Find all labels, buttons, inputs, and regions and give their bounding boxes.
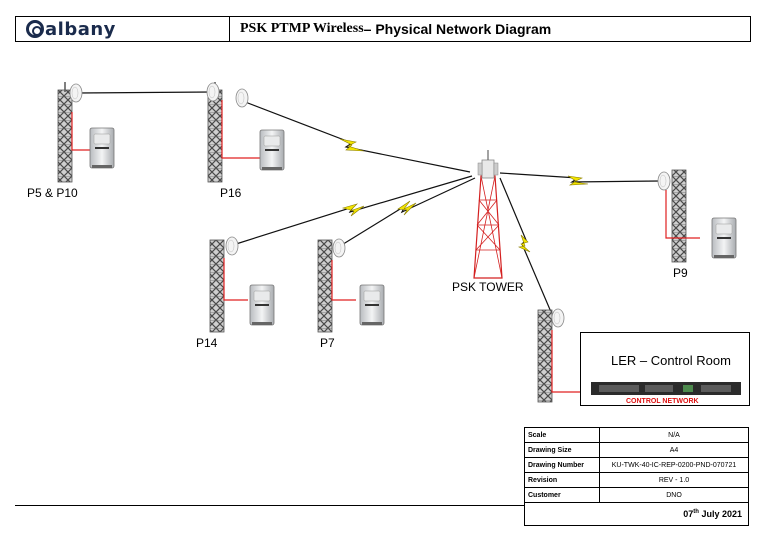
lightning-icon	[567, 175, 589, 186]
drawing-date: 07th July 2021	[524, 502, 749, 526]
title-part-sans: – Physical Network Diagram	[363, 21, 552, 37]
info-key: Scale	[524, 427, 600, 443]
logo-text: albany	[45, 18, 116, 40]
info-value: REV - 1.0	[599, 472, 749, 488]
info-value: N/A	[599, 427, 749, 443]
site-label-p9: P9	[673, 266, 688, 280]
site-label-p16: P16	[220, 186, 242, 200]
mast-p14	[209, 236, 275, 333]
title-block: albany PSK PTMP Wireless – Physical Netw…	[15, 16, 751, 42]
mast-p5-p10	[57, 82, 115, 183]
site-label-psk-tower: PSK TOWER	[452, 280, 524, 294]
table-row: Drawing Number KU-TWK-40-IC-REP-0200-PND…	[524, 457, 749, 473]
table-row: Scale N/A	[524, 427, 749, 443]
link-p16-tower	[239, 99, 471, 173]
psk-tower	[473, 150, 503, 279]
info-value: DNO	[599, 487, 749, 503]
date-day: 07	[683, 509, 694, 519]
lightning-icon	[341, 203, 365, 217]
mast-p16	[206, 82, 285, 183]
table-row-date: 07th July 2021	[524, 502, 749, 526]
drawing-info-table: Scale N/A Drawing Size A4 Drawing Number…	[524, 427, 749, 526]
info-value: A4	[599, 442, 749, 458]
info-key: Customer	[524, 487, 600, 503]
control-network-label: CONTROL NETWORK	[624, 398, 701, 405]
albany-logo-mark-icon	[26, 20, 44, 38]
mast-p7	[317, 238, 385, 333]
lightning-icon	[339, 138, 365, 152]
site-label-p7: P7	[320, 336, 335, 350]
info-key: Revision	[524, 472, 600, 488]
lightning-icon	[397, 200, 417, 216]
title-part-serif: PSK PTMP Wireless	[240, 21, 364, 36]
info-key: Drawing Size	[524, 442, 600, 458]
network-switch-icon	[591, 382, 741, 395]
control-room-title: LER – Control Room	[611, 353, 731, 368]
info-value: KU-TWK-40-IC-REP-0200-PND-070721	[599, 457, 749, 473]
ler-control-room: LER – Control Room CONTROL NETWORK	[580, 332, 750, 406]
link-lines	[77, 91, 661, 313]
date-rest: July 2021	[698, 509, 742, 519]
table-row: Revision REV - 1.0	[524, 472, 749, 488]
table-row: Drawing Size A4	[524, 442, 749, 458]
page-title: PSK PTMP Wireless – Physical Network Dia…	[230, 17, 750, 41]
link-p5-p16	[77, 91, 213, 94]
info-key: Drawing Number	[524, 457, 600, 473]
table-row: Customer DNO	[524, 487, 749, 503]
logo-cell: albany	[16, 17, 230, 41]
lightning-icon	[517, 234, 531, 253]
lightning-symbols	[339, 138, 589, 253]
link-p7-tower	[339, 177, 476, 247]
mast-p9	[657, 169, 737, 263]
date-suffix: th	[693, 509, 699, 515]
footer-divider	[15, 505, 525, 506]
site-label-p5-p10: P5 & P10	[27, 186, 78, 200]
site-label-p14: P14	[196, 336, 218, 350]
albany-logo: albany	[26, 19, 116, 40]
